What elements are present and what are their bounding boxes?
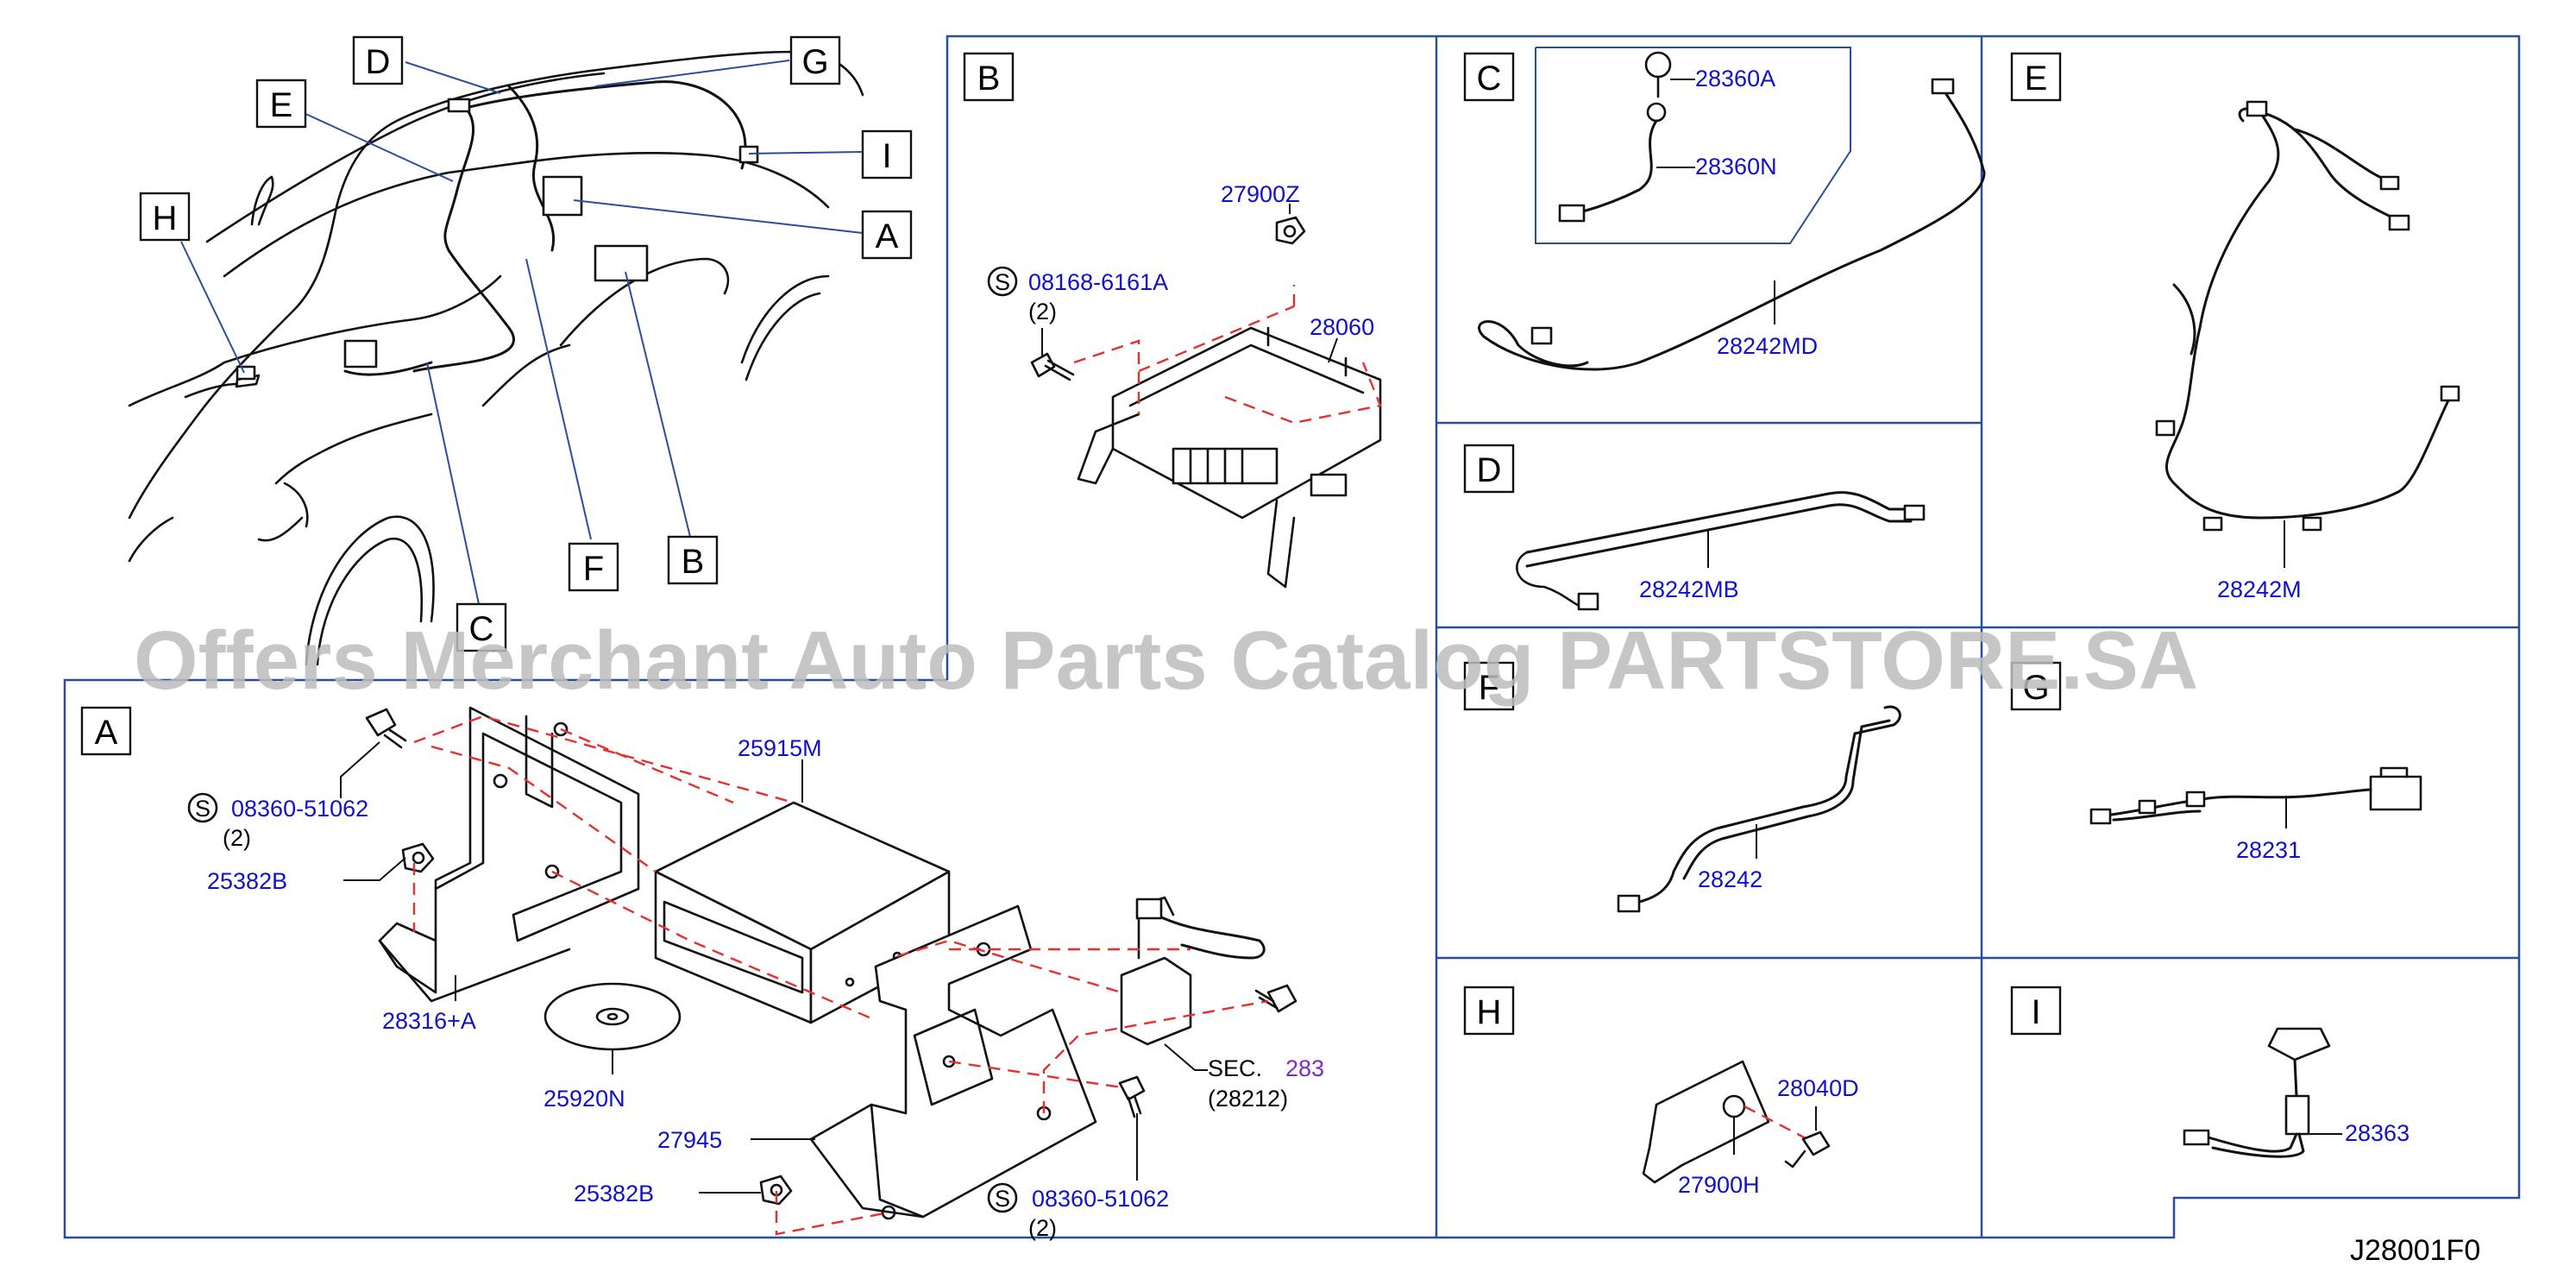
panel-i-label: I — [2031, 993, 2040, 1031]
callout-e: E — [255, 79, 307, 129]
panel-d: D 28242MB — [1463, 444, 1926, 611]
panel-frames — [63, 35, 2521, 1239]
callout-leaders — [180, 60, 864, 605]
part-28360a: 28360A — [1695, 66, 1775, 91]
part-28040d: 28040D — [1777, 1075, 1859, 1101]
panel-a-label: A — [95, 714, 118, 752]
s-mark: S — [995, 269, 1010, 295]
part-27900h: 27900H — [1678, 1172, 1760, 1198]
part-28242md: 28242MD — [1717, 333, 1818, 359]
part-27900z: 27900Z — [1221, 181, 1300, 207]
bolt-28360a — [1644, 51, 1672, 98]
callout-h: H — [139, 192, 191, 242]
svg-text:B: B — [682, 543, 705, 581]
callout-a: A — [861, 210, 913, 260]
panel-f-label: F — [1479, 669, 1499, 707]
panel-b-label: B — [977, 60, 1001, 98]
part-08168-6161a: 08168-6161A — [1028, 269, 1168, 295]
qty-08360-a: (2) — [223, 825, 251, 851]
part-28242m: 28242M — [2217, 576, 2302, 602]
callout-g: G — [789, 35, 841, 85]
panel-b: B 27900Z S 08168-6161A (2) 2806 — [963, 52, 1382, 589]
bolt-right — [1254, 984, 1297, 1013]
panel-e: E 28242M — [2010, 52, 2460, 602]
svg-text:G: G — [801, 43, 828, 81]
bolt-top — [365, 708, 407, 749]
part-08360-51062-b: 08360-51062 — [1032, 1186, 1169, 1212]
part-28363: 28363 — [2345, 1120, 2410, 1146]
part-28316a: 28316+A — [382, 1008, 476, 1034]
bolt-08168 — [1030, 352, 1075, 381]
s-mark-a2: S — [995, 1186, 1010, 1212]
panel-g-label: G — [2022, 669, 2049, 707]
callout-d: D — [352, 35, 404, 85]
sec-prefix: SEC. — [1208, 1055, 1262, 1081]
qty-08360-b: (2) — [1028, 1215, 1057, 1241]
part-28242mb: 28242MB — [1639, 576, 1739, 602]
car-overview — [128, 50, 864, 666]
overview-callouts: D G E I A H F B C — [139, 35, 913, 652]
nut-27900z — [1275, 216, 1306, 245]
callout-f: F — [568, 542, 619, 592]
panel-c: C 28360A 28360N 28242MD — [1463, 47, 1986, 371]
panel-e-label: E — [2025, 60, 2048, 98]
part-25920n: 25920N — [543, 1086, 625, 1112]
qty-08168: (2) — [1028, 299, 1057, 324]
svg-text:C: C — [469, 610, 494, 648]
panel-a: A — [80, 706, 1324, 1241]
part-28360n: 28360N — [1695, 154, 1777, 180]
svg-text:I: I — [882, 137, 891, 175]
s-mark-a1: S — [195, 796, 210, 822]
svg-text:F: F — [583, 550, 604, 588]
panel-c-label: C — [1477, 60, 1502, 98]
part-25915m: 25915M — [738, 735, 822, 761]
part-28231: 28231 — [2236, 837, 2301, 863]
svg-text:E: E — [270, 86, 293, 124]
part-25382b-a: 25382B — [207, 868, 287, 894]
diagram-code: J28001F0 — [2350, 1234, 2480, 1267]
panel-d-label: D — [1477, 451, 1502, 489]
bracket-28316a — [378, 706, 640, 1003]
antenna-28231 — [2089, 766, 2422, 825]
dvd-unit-25915m — [654, 801, 951, 1024]
harness-28242md — [1478, 78, 1986, 371]
panel-i: I 28363 — [2010, 986, 2410, 1158]
callout-b: B — [667, 535, 719, 585]
harness-28242mb — [1516, 491, 1926, 611]
callout-c: C — [456, 602, 507, 652]
sec-sub: (28212) — [1208, 1086, 1288, 1112]
watermark: Offers Merchant Auto Parts Catalog PARTS… — [134, 614, 2198, 707]
part-27945: 27945 — [657, 1127, 722, 1153]
disc-25920n — [543, 982, 682, 1051]
panel-h: H 28040D 27900H — [1463, 986, 1859, 1198]
bracket-28060 — [1077, 326, 1382, 589]
svg-text:D: D — [366, 43, 391, 81]
part-08360-51062-a: 08360-51062 — [231, 796, 368, 822]
svg-text:A: A — [876, 217, 899, 255]
part-28242: 28242 — [1698, 866, 1762, 892]
part-28060: 28060 — [1310, 314, 1374, 340]
panel-g: G 28231 — [2010, 661, 2422, 863]
bolt-28040d — [1784, 1131, 1831, 1168]
sec-number: 283 — [1285, 1055, 1324, 1081]
harness-28242m — [2155, 100, 2460, 532]
part-25382b-b: 25382B — [574, 1181, 654, 1206]
module-28212 — [1120, 896, 1266, 1046]
panel-f: F 28242 — [1463, 661, 1901, 913]
harness-28242 — [1617, 705, 1901, 913]
svg-text:H: H — [153, 199, 178, 237]
bracket-27900h — [1642, 1060, 1770, 1184]
harness-28363 — [2183, 1027, 2331, 1158]
panel-h-label: H — [1477, 993, 1502, 1031]
wire-28360n — [1558, 102, 1667, 223]
nut-25382b-1 — [401, 842, 435, 873]
callout-i: I — [861, 129, 913, 180]
bolt-lower — [1118, 1075, 1146, 1118]
